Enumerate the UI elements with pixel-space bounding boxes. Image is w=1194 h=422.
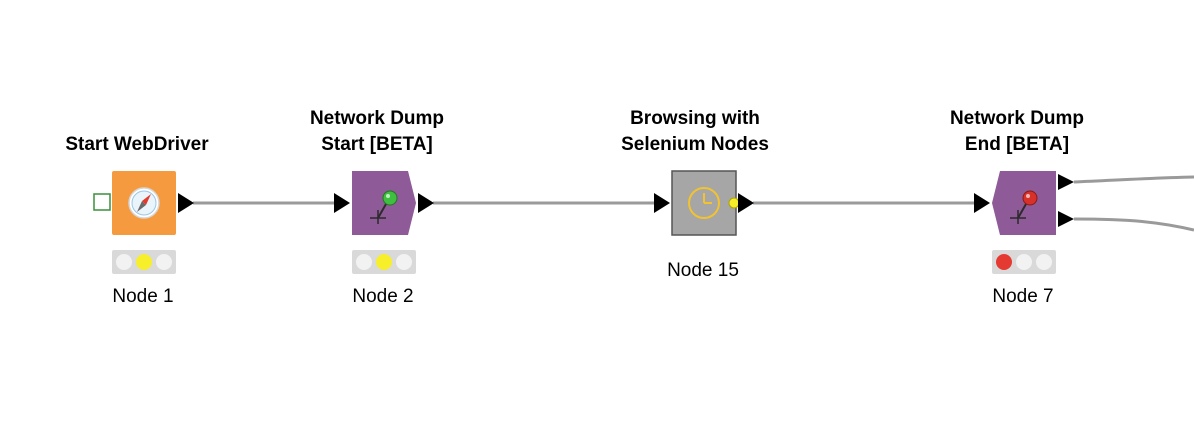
output-port-arrow[interactable] — [178, 193, 194, 213]
node-7-title-line-1: Network Dump — [949, 108, 1085, 129]
pin-red-icon — [1010, 190, 1038, 224]
output-port-arrow[interactable] — [738, 193, 754, 213]
node-1-status-light — [112, 250, 176, 274]
node-1-block[interactable] — [90, 168, 200, 238]
node-15-label[interactable]: Node 15 — [667, 260, 739, 281]
compass-icon — [128, 187, 160, 219]
status-dot-red — [356, 254, 372, 270]
node-2-body[interactable] — [352, 171, 416, 235]
node-2-block[interactable] — [330, 168, 440, 238]
node-2-title-line-1: Network Dump — [309, 108, 445, 129]
status-dot-green — [156, 254, 172, 270]
output-port-arrow[interactable] — [418, 193, 434, 213]
input-port-empty[interactable] — [93, 193, 111, 211]
node-15-block[interactable] — [650, 168, 760, 238]
node-2-title: Network Dump Start [BETA] — [267, 106, 487, 158]
node-15-title-line-1: Browsing with — [630, 108, 760, 129]
input-port-arrow[interactable] — [334, 193, 350, 213]
node-2-label[interactable]: Node 2 — [352, 286, 414, 307]
output-port-arrow-1[interactable] — [1058, 174, 1074, 190]
node-1-title: Start WebDriver — [27, 132, 247, 158]
input-port-arrow[interactable] — [654, 193, 670, 213]
node-7-block[interactable] — [970, 168, 1080, 238]
output-port-arrow-2[interactable] — [1058, 211, 1074, 227]
node-7-label[interactable]: Node 7 — [992, 286, 1054, 307]
connection-node7-out2[interactable] — [1073, 217, 1194, 232]
node-7-body[interactable] — [992, 171, 1056, 235]
node-7-title-line-2: End [BETA] — [964, 134, 1070, 155]
status-dot-yellow — [1016, 254, 1032, 270]
status-dot-green — [1036, 254, 1052, 270]
status-dot-yellow — [136, 254, 152, 270]
input-port-arrow[interactable] — [974, 193, 990, 213]
status-dot-red — [116, 254, 132, 270]
node-1-label[interactable]: Node 1 — [112, 286, 174, 307]
node-15-title-line-2: Selenium Nodes — [621, 134, 769, 155]
flow-variable-port[interactable] — [728, 197, 740, 209]
node-7-status-light — [992, 250, 1056, 274]
node-15-title: Browsing with Selenium Nodes — [585, 106, 805, 158]
clock-icon — [688, 187, 720, 219]
status-dot-green — [396, 254, 412, 270]
node-2-status-light — [352, 250, 416, 274]
status-dot-yellow — [376, 254, 392, 270]
pin-green-icon — [370, 190, 398, 224]
connection-node7-out1[interactable] — [1073, 175, 1194, 184]
status-dot-red — [996, 254, 1012, 270]
node-2-title-line-2: Start [BETA] — [321, 134, 433, 155]
node-1-title-line-1: Start WebDriver — [65, 134, 209, 155]
node-7-title: Network Dump End [BETA] — [907, 106, 1127, 158]
